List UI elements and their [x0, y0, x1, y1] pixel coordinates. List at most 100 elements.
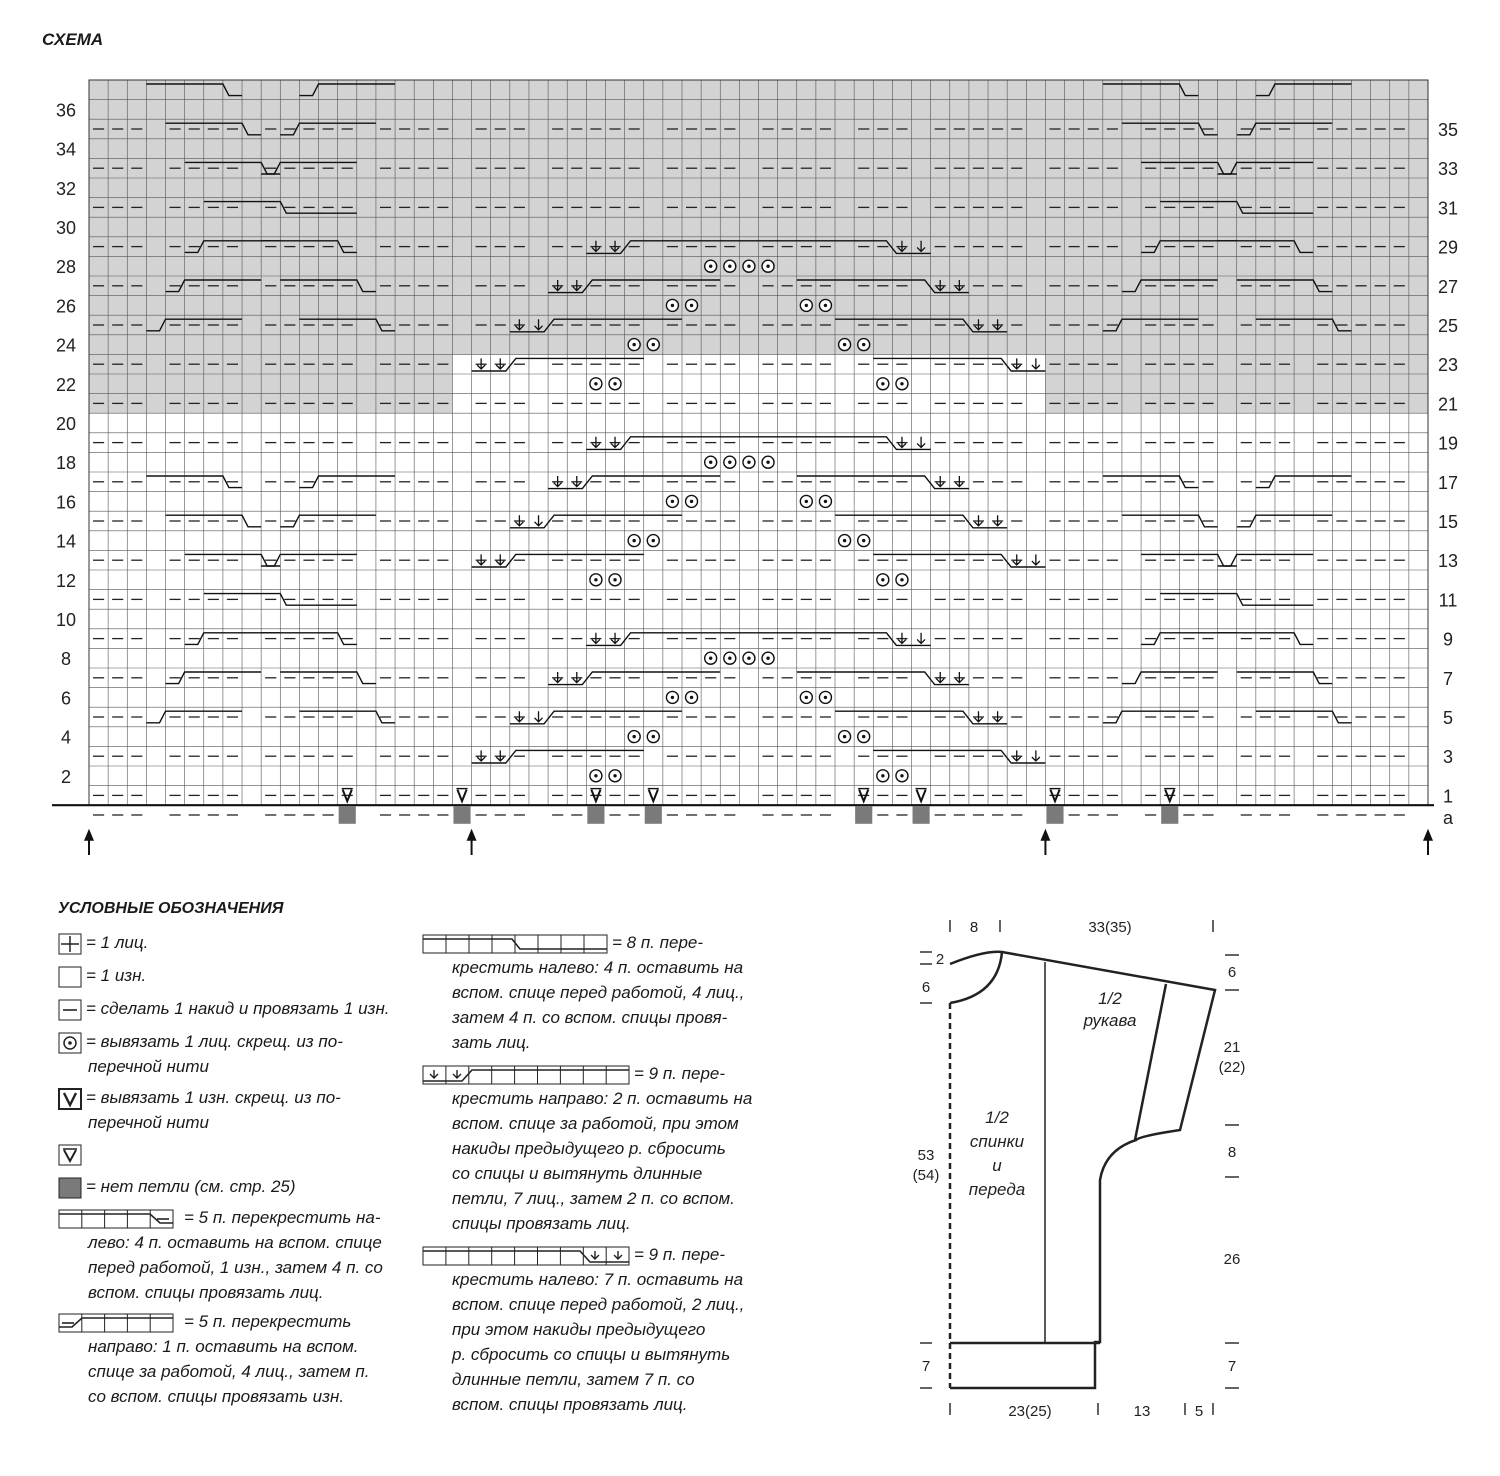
cable-5-left [280, 671, 376, 685]
dropped-yarnover-arrow [591, 632, 601, 645]
dropped-yarnover-arrow [572, 476, 582, 488]
cable-5-right [1121, 671, 1218, 685]
cable-5-left [1255, 318, 1352, 332]
cable-5-left [1236, 671, 1333, 685]
twisted-knit-dot [594, 382, 598, 386]
dim-neck-b: 6 [922, 979, 930, 996]
row-label-left: 8 [61, 649, 71, 669]
cable-5-right [280, 514, 376, 528]
twisted-knit-dot [747, 460, 751, 464]
row-label-left: 28 [56, 257, 76, 277]
twisted-knit-dot [708, 264, 713, 268]
sleeve-outline [950, 950, 1217, 1390]
cable-9-left [796, 475, 969, 490]
twisted-knit-dot [747, 656, 751, 660]
cable-8-left [203, 592, 357, 606]
purl-stitch-icon [58, 966, 82, 988]
cable-5-right [261, 553, 357, 567]
dropped-yarnover-arrow [476, 750, 486, 762]
dropped-yarnover-arrow [514, 711, 524, 723]
twisted-knit-dot [881, 774, 885, 778]
cable-5-right [1236, 122, 1333, 136]
cable-5-right [1255, 475, 1352, 489]
cable-5-left [146, 83, 243, 97]
row-label-right: 5 [1443, 708, 1453, 728]
row-label-left: 6 [61, 688, 71, 708]
page-title: СХЕМА [42, 30, 104, 49]
cable-5-left [299, 710, 396, 724]
row-label-right: 29 [1438, 238, 1458, 258]
dropped-yarnover-arrow [916, 436, 926, 449]
twisted-knit-dot [900, 774, 904, 778]
cable-9-left [873, 749, 1046, 764]
cable-9-left [796, 671, 969, 686]
legend-heading: УСЛОВНЫЕ ОБОЗНАЧЕНИЯ [58, 900, 284, 917]
cable-5-right [299, 475, 396, 489]
twisted-knit-dot [766, 460, 770, 464]
dim-top-shoulder: 33(35) [1088, 919, 1131, 936]
cable-5-right [1102, 318, 1199, 332]
yarnover-purl-icon [58, 999, 82, 1021]
twisted-knit-dot [823, 499, 828, 504]
dropped-yarnover-arrow [974, 711, 983, 723]
row-label-right: 23 [1438, 355, 1458, 375]
dropped-yarnover-arrow [916, 632, 926, 645]
v-stitch [858, 789, 870, 804]
cable-9-right [509, 318, 682, 333]
dropped-yarnover-arrow [553, 280, 563, 292]
row-label-left: 34 [56, 140, 76, 160]
cable-9-right [509, 710, 682, 725]
dropped-yarnover-arrow [534, 319, 543, 331]
cable-9-right [586, 632, 759, 647]
twisted-knit-dot [632, 342, 636, 347]
v-stitch [647, 789, 659, 804]
twisted-knit-dot [766, 656, 770, 660]
dropped-yarnover-arrow [935, 280, 945, 292]
twisted-knit-dot [689, 499, 694, 504]
row-label-left: 36 [56, 100, 76, 120]
row-label-right: 19 [1438, 434, 1458, 454]
cable-5-right [1236, 514, 1333, 528]
v-stitch [1164, 789, 1176, 804]
cable-5-left [165, 514, 262, 528]
cable-9-left [796, 279, 969, 294]
marker-arrowhead-b [1040, 828, 1051, 841]
dim-right-26: 26 [1224, 1251, 1241, 1268]
dim-right-6: 6 [1228, 964, 1236, 981]
dim-bottom-7-left: 7 [922, 1358, 930, 1375]
dropped-yarnover-arrow [1012, 358, 1022, 370]
dropped-yarnover-arrow [553, 476, 563, 488]
legend-item-twisted-knit: = вывязать 1 лиц. скрещ. из по- перечной… [58, 1029, 418, 1079]
twisted-knit-dot [594, 774, 598, 778]
dropped-yarnover-arrow [591, 436, 601, 449]
twisted-knit-dot [804, 499, 809, 504]
row-label-left: 2 [61, 767, 71, 787]
legend-item-cable-5-left: = 5 п. перекрестить на- лево: 4 п. остав… [58, 1205, 418, 1305]
dropped-yarnover-arrow [916, 240, 926, 253]
row-label-left: 4 [61, 728, 71, 748]
twisted-knit-dot [747, 264, 751, 268]
row-label-left: 32 [56, 179, 76, 199]
dropped-yarnover-arrow [954, 672, 964, 684]
cable-5-left [165, 122, 262, 136]
cable-5-right [1121, 279, 1218, 293]
dropped-yarnover-arrow [495, 750, 505, 762]
twisted-knit-dot [632, 538, 636, 543]
cable-5-left [261, 632, 357, 646]
row-label-right: 3 [1443, 747, 1453, 767]
twisted-knit-dot [708, 460, 713, 464]
row-label-left: 22 [56, 375, 76, 395]
cable-9-left [758, 436, 931, 451]
garment-outline [949, 950, 1004, 1005]
cable-5-left [280, 279, 376, 293]
cable-8-left-icon [422, 934, 608, 954]
row-label-right: 17 [1438, 473, 1458, 493]
cable-5-left [299, 318, 396, 332]
row-label-left: 26 [56, 296, 76, 316]
dropped-yarnover-arrow [514, 319, 524, 331]
cable-5-right [1141, 240, 1237, 254]
row-label-right: 25 [1438, 316, 1458, 336]
dropped-yarnover-arrow [974, 319, 983, 331]
cable-5-right [280, 122, 376, 136]
